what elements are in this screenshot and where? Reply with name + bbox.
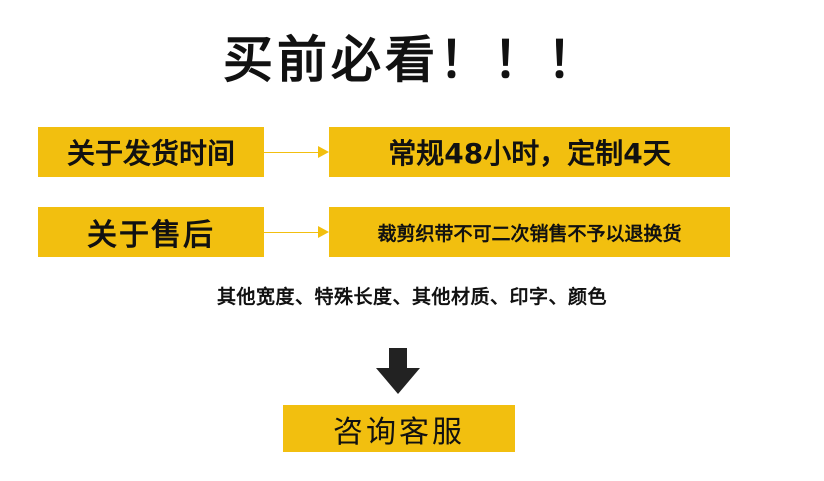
delivery-time-label: 关于发货时间 (38, 127, 264, 177)
arrow-right-icon (318, 226, 329, 238)
arrow-right-icon (318, 146, 329, 158)
arrow-down-icon (376, 348, 420, 394)
custom-options-note: 其他宽度、特殊长度、其他材质、印字、颜色 (216, 286, 607, 308)
after-sale-label: 关于售后 (38, 207, 264, 257)
arrow-right-icon-line (264, 152, 321, 153)
page-title: 买前必看！！！ (223, 31, 601, 89)
after-sale-policy: 裁剪织带不可二次销售不予以退换货 (329, 207, 730, 257)
arrow-right-icon-line (264, 232, 321, 233)
delivery-time-value: 常规48小时，定制4天 (329, 127, 730, 177)
contact-support-button[interactable]: 咨询客服 (283, 405, 515, 452)
